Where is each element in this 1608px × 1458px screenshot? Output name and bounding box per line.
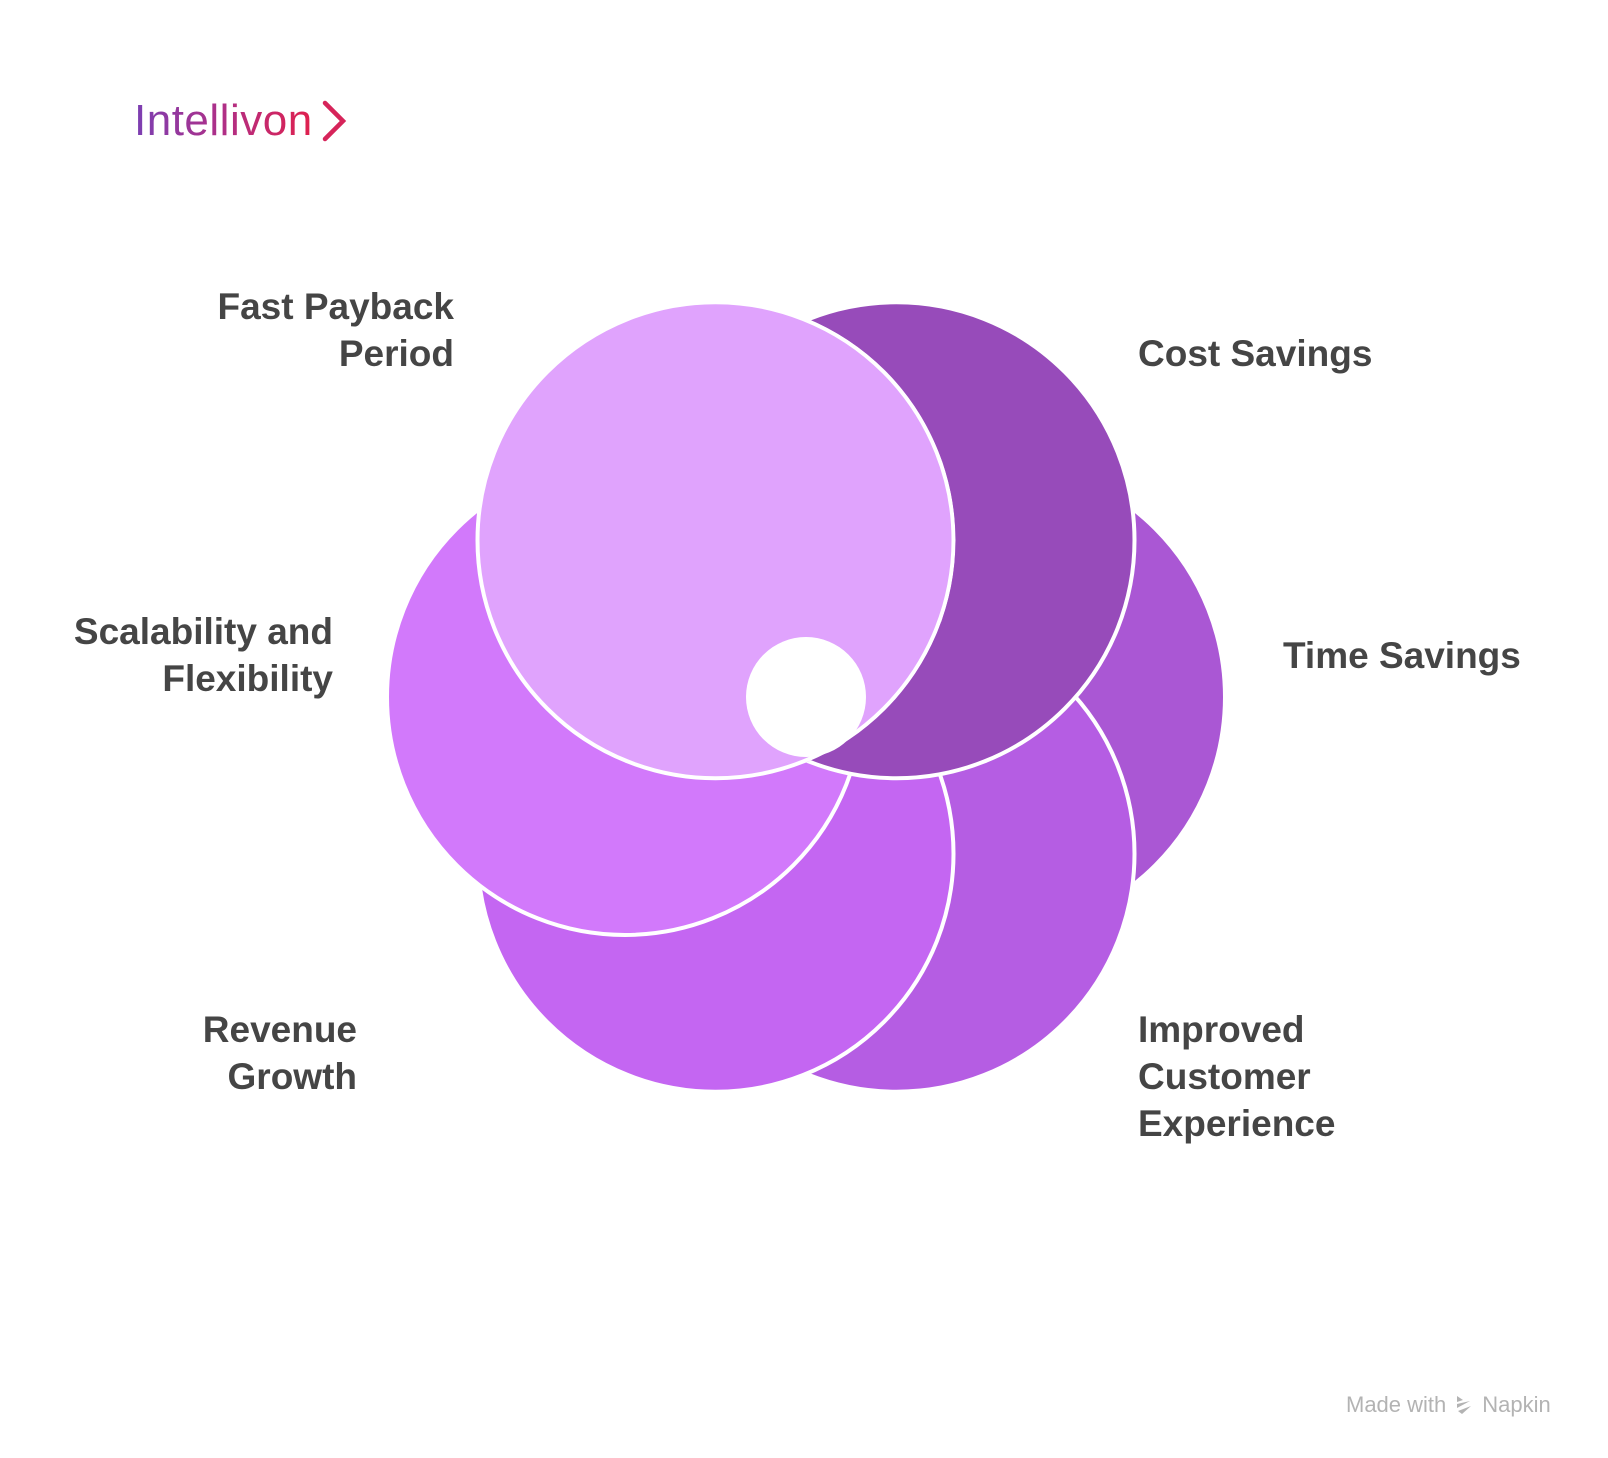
chevron-right-icon	[322, 100, 346, 142]
center-hole	[746, 637, 866, 757]
made-with-text: Made with	[1346, 1392, 1447, 1417]
label-scalability-flexibility: Scalability and Flexibility	[73, 611, 333, 699]
label-time-savings: Time Savings	[1283, 635, 1521, 676]
label-improved-customer-experience: Improved Customer Experience	[1138, 1009, 1336, 1144]
label-fast-payback-period: Fast Payback Period	[217, 286, 454, 374]
logo-text: Intellivon	[134, 96, 313, 145]
label-revenue-growth: Revenue Growth	[202, 1009, 357, 1097]
petal-cost-savings	[656, 300, 1137, 781]
petal-overlap-group	[656, 300, 1137, 781]
napkin-watermark: Made with Napkin	[1346, 1392, 1551, 1418]
napkin-logo-icon	[1457, 1396, 1472, 1414]
label-cost-savings: Cost Savings	[1138, 333, 1373, 374]
napkin-brand-text: Napkin	[1482, 1392, 1551, 1417]
logo: Intellivon	[134, 96, 349, 146]
